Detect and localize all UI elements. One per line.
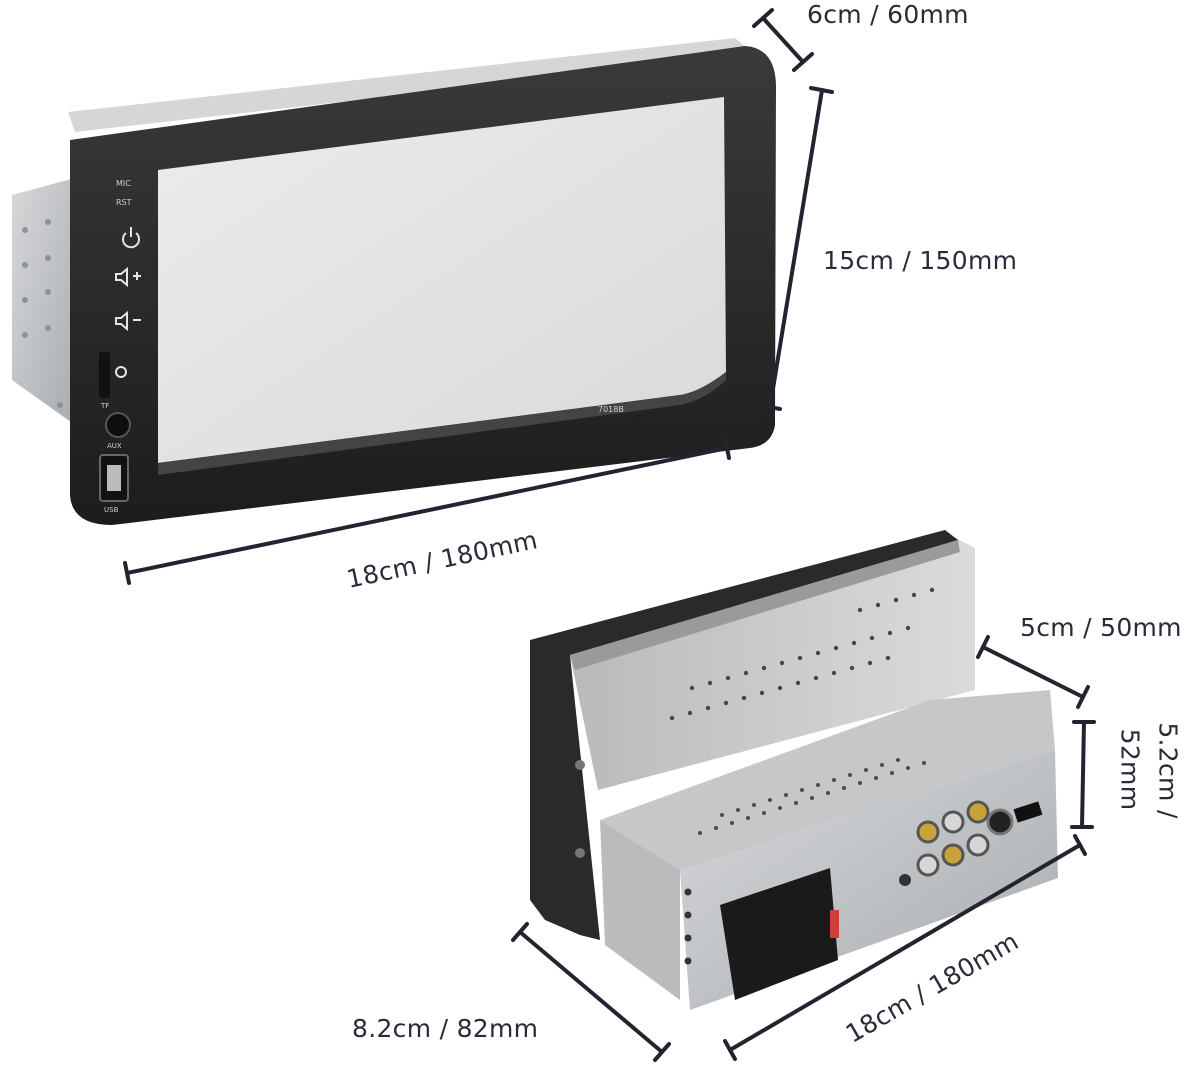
antenna-port [899, 874, 911, 886]
usb-label: USB [104, 506, 119, 514]
cage-holes [22, 219, 63, 408]
back-height-label-line1: 5.2cm / [1153, 722, 1183, 819]
power-icon [122, 227, 140, 249]
front-buttons [115, 227, 141, 378]
back-depth-label: 5cm / 50mm [1020, 613, 1182, 642]
mic-label: MIC [116, 179, 131, 188]
tf-card-slot [99, 352, 110, 398]
vent-holes-top [669, 587, 935, 721]
front-depth-label: 6cm / 60mm [807, 0, 969, 29]
front-top-housing [68, 38, 755, 132]
back-screen-housing [530, 530, 958, 940]
rst-label: RST [116, 198, 132, 207]
connector-fuse [830, 910, 839, 938]
vent-holes-chassis [698, 758, 926, 835]
usb-port-inner [107, 465, 121, 491]
wiring-harness-connector [720, 868, 838, 1000]
volume-down-icon [115, 310, 141, 332]
back-side-line [511, 922, 671, 1062]
front-width-line [123, 436, 731, 585]
rca-jack-1 [916, 820, 940, 844]
back-screen-edge [570, 540, 960, 670]
screw-1 [575, 760, 585, 770]
screw-2 [575, 848, 585, 858]
back-height-label-line2: 52mm [1115, 728, 1145, 811]
rca-jack-5 [941, 843, 965, 867]
chassis-side [600, 820, 680, 1000]
bezel-lip [158, 372, 726, 475]
tf-label: TF [100, 402, 109, 410]
front-height-line [757, 86, 834, 411]
front-depth-line [752, 8, 814, 72]
back-depth-line [976, 635, 1090, 709]
back-side-label: 8.2cm / 82mm [352, 1014, 539, 1043]
rca-jack-2 [941, 810, 965, 834]
rear-side-holes [684, 888, 692, 965]
model-label: 7018B [598, 405, 624, 414]
chassis-top [600, 690, 1055, 870]
camera-input-jack [986, 808, 1014, 836]
front-side-cage [12, 178, 75, 425]
rca-jack-6 [966, 833, 990, 857]
volume-up-icon [115, 266, 141, 288]
back-width-line [723, 834, 1087, 1061]
back-unit [530, 530, 1058, 1010]
front-height-label: 15cm / 150mm [823, 246, 1018, 275]
touch-screen [158, 97, 726, 463]
dimension-lines [123, 8, 1096, 1062]
back-height-line [1070, 720, 1096, 829]
aux-jack [105, 412, 131, 438]
rca-jack-4 [916, 853, 940, 877]
rca-jacks [899, 800, 1043, 886]
rca-jack-3 [966, 800, 990, 824]
aux-label: AUX [107, 442, 122, 450]
rear-usb-port [1013, 801, 1043, 823]
front-unit: MIC RST TF AUX USB 7018B [12, 38, 776, 525]
back-top-plate [570, 535, 975, 790]
home-icon [115, 366, 127, 378]
